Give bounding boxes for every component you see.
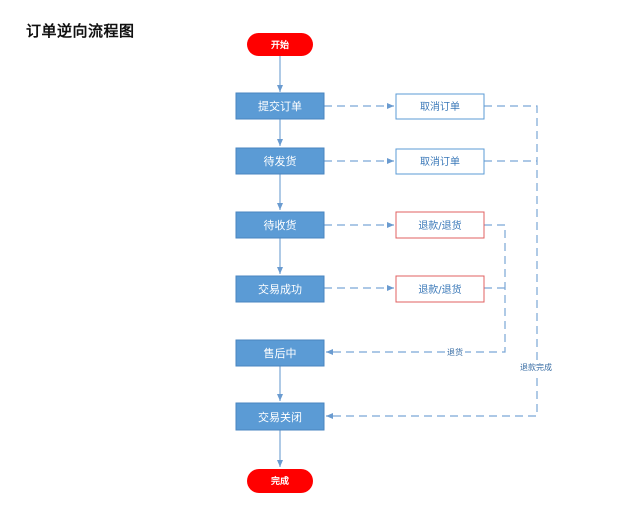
node-refund-2: 退款/退货 [395,275,485,303]
edge-label-refund-complete: 退款完成 [520,362,552,372]
node-cancel-order-1-label: 取消订单 [420,100,460,113]
node-after-sale: 售后中 [235,339,325,367]
node-refund-1: 退款/退货 [395,211,485,239]
node-deal-done: 交易成功 [235,275,325,303]
edge-label-return-goods: 退货 [447,347,463,357]
node-refund-2-label: 退款/退货 [418,283,461,296]
node-pending-ship: 待发货 [235,147,325,175]
node-pending-receive-label: 待收货 [264,218,297,232]
node-cancel-order-2-label: 取消订单 [420,155,460,168]
node-cancel-order-1: 取消订单 [395,93,485,120]
node-submit-order: 提交订单 [235,92,325,120]
side-flow-connectors [324,103,538,419]
start-terminal: 开始 [247,33,313,56]
node-closed-label: 交易关闭 [258,410,302,424]
finish-terminal: 完成 [247,469,313,493]
node-after-sale-label: 售后中 [264,346,297,360]
node-deal-done-label: 交易成功 [258,282,302,296]
diagram-title: 订单逆向流程图 [26,22,135,40]
node-pending-ship-label: 待发货 [264,154,297,168]
dash-cancel-to-closed [326,105,538,419]
node-refund-1-label: 退款/退货 [418,219,461,232]
start-label: 开始 [271,39,289,51]
node-pending-receive: 待收货 [235,211,325,239]
node-submit-order-label: 提交订单 [258,99,302,113]
finish-label: 完成 [271,475,289,487]
node-cancel-order-2: 取消订单 [395,148,485,175]
node-closed: 交易关闭 [235,402,325,431]
